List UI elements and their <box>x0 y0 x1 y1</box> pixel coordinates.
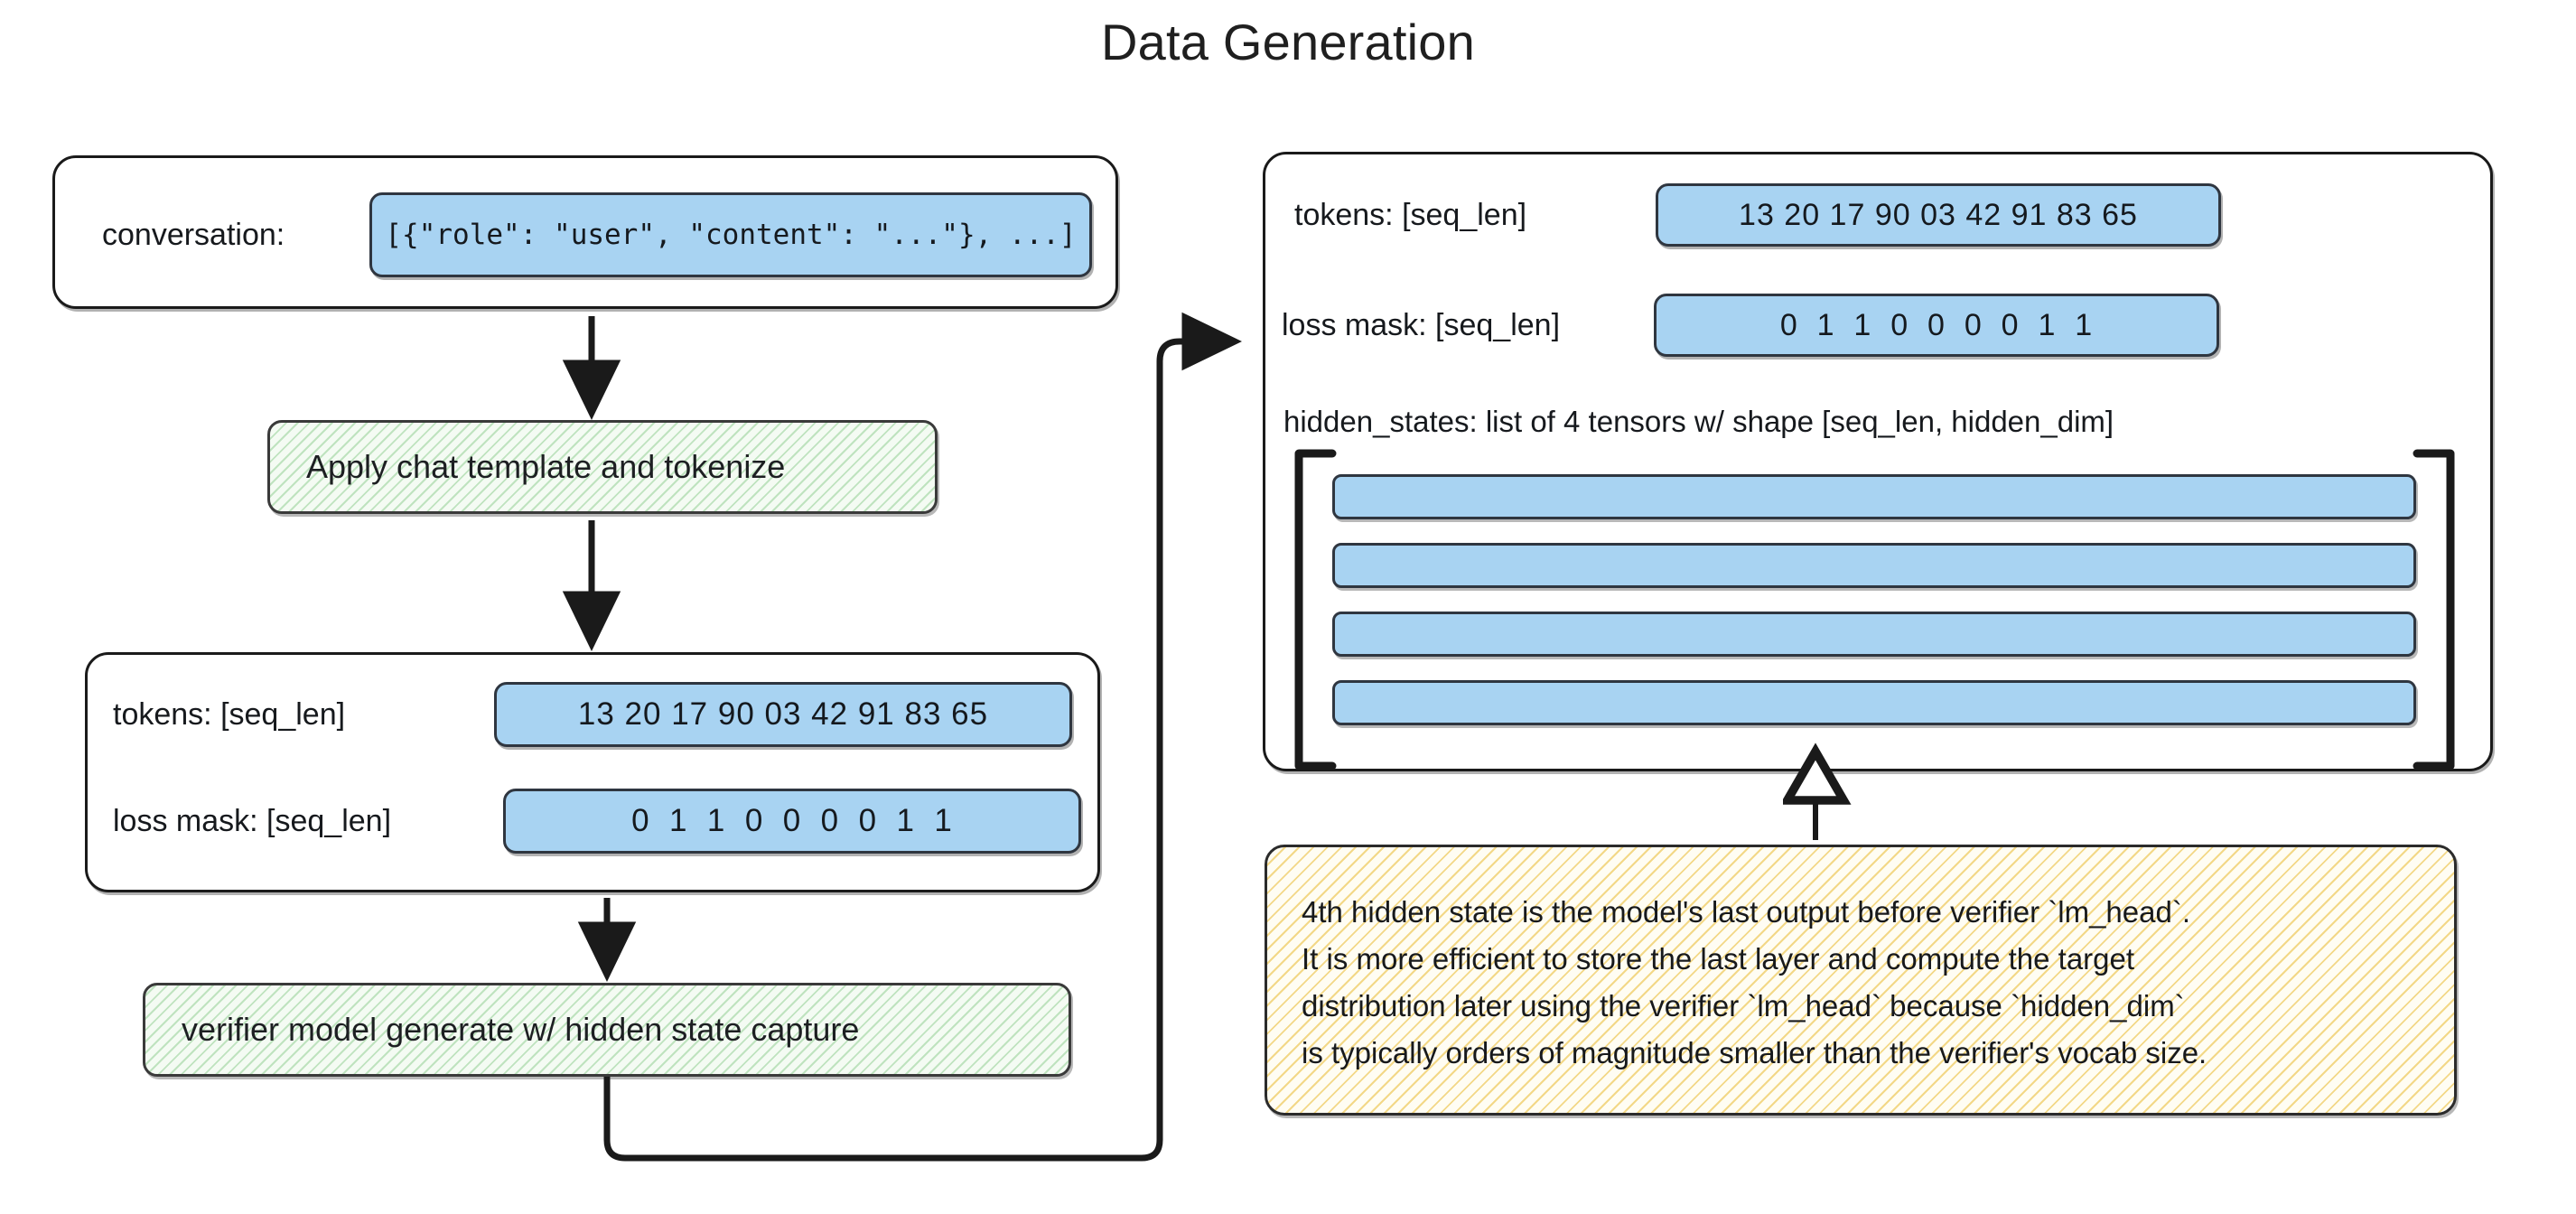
output-loss-mask-value-pill: 0 1 1 0 0 0 0 1 1 <box>1654 294 2219 357</box>
hidden-state-bar-1 <box>1332 474 2416 519</box>
tokens-label: tokens: [seq_len] <box>113 696 346 732</box>
note-line-1: 4th hidden state is the model's last out… <box>1302 895 2191 929</box>
note-line-3: distribution later using the verifier `l… <box>1302 989 2185 1023</box>
output-card: tokens: [seq_len] 13 20 17 90 03 42 91 8… <box>1263 152 2493 771</box>
conversation-card: conversation: [{"role": "user", "content… <box>52 155 1118 309</box>
note-line-4: is typically orders of magnitude smaller… <box>1302 1036 2207 1069</box>
hidden-state-bar-2 <box>1332 543 2416 588</box>
conversation-value-pill: [{"role": "user", "content": "..."}, ...… <box>369 192 1092 277</box>
conversation-label: conversation: <box>102 217 285 252</box>
process-verifier-generate-label: verifier model generate w/ hidden state … <box>182 1011 860 1048</box>
output-tokens-label: tokens: [seq_len] <box>1294 197 1527 232</box>
loss-mask-label: loss mask: [seq_len] <box>113 803 392 838</box>
output-tokens-value-pill: 13 20 17 90 03 42 91 83 65 <box>1656 183 2221 247</box>
page-title: Data Generation <box>1101 14 1475 70</box>
output-loss-mask-label: loss mask: [seq_len] <box>1282 307 1561 342</box>
tokens-loss-mask-card: tokens: [seq_len] 13 20 17 90 03 42 91 8… <box>85 652 1100 892</box>
process-apply-chat-template: Apply chat template and tokenize <box>267 420 938 514</box>
loss-mask-value-pill: 0 1 1 0 0 0 0 1 1 <box>503 789 1081 854</box>
hidden-state-bar-4 <box>1332 680 2416 725</box>
explanatory-note: 4th hidden state is the model's last out… <box>1265 845 2457 1116</box>
process-apply-chat-template-label: Apply chat template and tokenize <box>306 448 786 485</box>
tokens-value-pill: 13 20 17 90 03 42 91 83 65 <box>494 682 1072 747</box>
hidden-states-label: hidden_states: list of 4 tensors w/ shap… <box>1283 405 2114 438</box>
process-verifier-generate: verifier model generate w/ hidden state … <box>143 983 1071 1077</box>
hidden-state-bar-3 <box>1332 612 2416 657</box>
note-line-2: It is more efficient to store the last l… <box>1302 942 2135 976</box>
